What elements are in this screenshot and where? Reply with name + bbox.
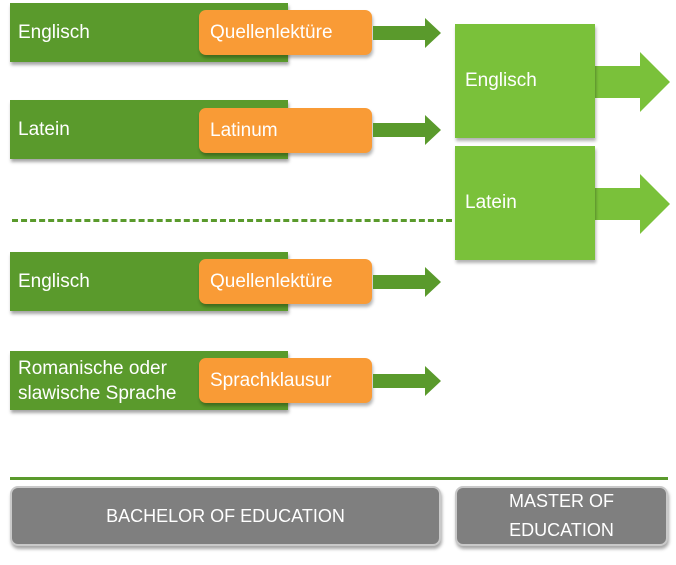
- requirement-label: Quellenlektüre: [210, 270, 333, 292]
- requirement-box: Sprachklausur: [199, 358, 372, 403]
- requirement-label: Sprachklausur: [210, 369, 332, 391]
- right-arrow-icon: [373, 18, 441, 48]
- requirement-label: Quellenlektüre: [210, 21, 333, 43]
- master-phase-text-line2: EDUCATION: [509, 520, 614, 540]
- master-subject-box: Englisch: [455, 24, 595, 138]
- timeline-divider: [10, 477, 668, 480]
- requirement-box: Latinum: [199, 108, 372, 153]
- master-subject-box: Latein: [455, 146, 595, 260]
- requirement-box: Quellenlektüre: [199, 259, 372, 304]
- right-arrow-icon: [590, 174, 670, 234]
- bachelor-subject-label: Romanische oder slawische Sprache: [18, 357, 177, 404]
- master-phase-label: MASTER OF EDUCATION: [455, 486, 668, 546]
- master-subject-label: Latein: [465, 192, 517, 213]
- requirement-box: Quellenlektüre: [199, 10, 372, 55]
- dashed-separator: [12, 219, 452, 222]
- right-arrow-icon: [373, 267, 441, 297]
- requirement-label: Latinum: [210, 119, 278, 141]
- master-subject-label: Englisch: [465, 70, 537, 91]
- right-arrow-icon: [590, 52, 670, 112]
- bachelor-subject-label: Latein: [18, 118, 70, 140]
- bachelor-phase-text: BACHELOR OF EDUCATION: [106, 505, 345, 526]
- bachelor-phase-label: BACHELOR OF EDUCATION: [10, 486, 441, 546]
- right-arrow-icon: [373, 115, 441, 145]
- right-arrow-icon: [373, 366, 441, 396]
- bachelor-subject-label: Englisch: [18, 270, 90, 292]
- master-phase-text-line1: MASTER OF: [508, 491, 614, 511]
- bachelor-subject-label: Englisch: [18, 21, 90, 43]
